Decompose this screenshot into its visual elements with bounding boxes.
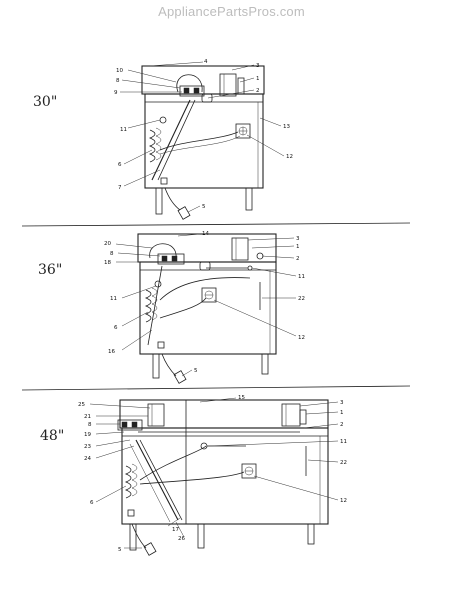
callout-label: 3: [256, 63, 260, 69]
unit-30-drawing: [141, 65, 265, 220]
callout-label: 4: [204, 59, 208, 65]
size-label-36: 36": [38, 262, 63, 278]
callout-label: 22: [298, 296, 305, 302]
callout-label: 2: [340, 422, 344, 428]
callout-label: 2: [296, 256, 300, 262]
callout-label: 16: [108, 349, 115, 355]
callout-label: 3: [340, 400, 344, 406]
callout-label: 7: [118, 185, 122, 191]
callout-label: 22: [340, 460, 347, 466]
callout-label: 11: [120, 127, 127, 133]
callout-label: 13: [283, 124, 290, 130]
size-label-48: 48": [40, 428, 65, 444]
callout-label: 11: [110, 296, 117, 302]
callout-label: 26: [178, 536, 185, 542]
callout-label: 20: [104, 241, 111, 247]
watermark: AppliancePartsPros.com: [158, 4, 305, 19]
callout-label: 12: [286, 154, 293, 160]
unit-48-drawing: [117, 399, 329, 556]
unit-36-callouts: 14 3 20 1 8 18 2 11 11 22 6 12 16 5: [104, 231, 305, 377]
callout-label: 18: [104, 260, 111, 266]
section-divider: [21, 222, 411, 227]
callout-label: 6: [114, 325, 118, 331]
callout-label: 25: [78, 402, 85, 408]
callout-label: 1: [340, 410, 344, 416]
callout-label: 15: [238, 395, 245, 401]
callout-label: 12: [340, 498, 347, 504]
callout-label: 23: [84, 444, 91, 450]
callout-label: 24: [84, 456, 91, 462]
callout-label: 2: [256, 88, 260, 94]
callout-label: 9: [114, 90, 118, 96]
callout-label: 19: [84, 432, 91, 438]
callout-label: 17: [172, 527, 179, 533]
callout-label: 21: [84, 414, 91, 420]
callout-label: 8: [88, 422, 92, 428]
callout-label: 10: [116, 68, 123, 74]
callout-label: 1: [296, 244, 300, 250]
callout-label: 5: [202, 204, 206, 210]
callout-label: 5: [118, 547, 122, 553]
callout-label: 6: [118, 162, 122, 168]
callout-label: 3: [296, 236, 300, 242]
section-divider: [21, 385, 411, 391]
unit-48-callouts: 15 3 25 21 1 8 2 19 23 11 24 22 6 12 17 …: [78, 395, 347, 553]
callout-label: 8: [116, 78, 120, 84]
unit-30-callouts: 10 4 3 8 1 9 2 11 13 6 12 7 5: [114, 59, 293, 213]
size-label-30: 30": [33, 94, 58, 110]
callout-label: 6: [90, 500, 94, 506]
callout-label: 14: [202, 231, 209, 237]
callout-label: 11: [298, 274, 305, 280]
callout-label: 12: [298, 335, 305, 341]
callout-label: 8: [110, 251, 114, 257]
callout-label: 11: [340, 439, 347, 445]
callout-label: 5: [194, 368, 198, 374]
callout-label: 1: [256, 76, 260, 82]
unit-36-drawing: [137, 233, 277, 384]
